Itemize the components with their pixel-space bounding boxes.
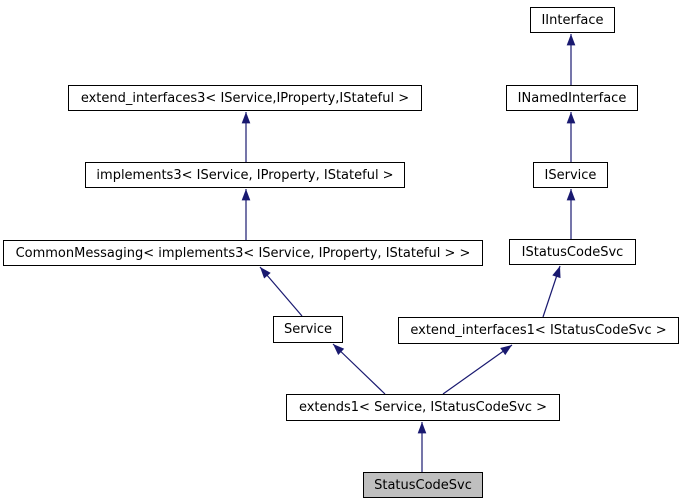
class-node-extend-interfaces3[interactable]: extend_interfaces3< IService,IProperty,I… — [68, 85, 422, 111]
edge-extends1-to-extend-interfaces1 — [442, 344, 513, 395]
class-node-service[interactable]: Service — [273, 316, 343, 343]
class-node-extend-interfaces1[interactable]: extend_interfaces1< IStatusCodeSvc > — [398, 317, 679, 344]
edge-extends1-to-service — [332, 343, 386, 395]
edge-extend-interfaces1-to-istatuscodesvc — [542, 265, 561, 318]
class-node-commonmessaging[interactable]: CommonMessaging< implements3< IService, … — [3, 240, 483, 266]
class-node-extends1[interactable]: extends1< Service, IStatusCodeSvc > — [286, 394, 560, 421]
class-node-iinterface[interactable]: IInterface — [530, 7, 615, 33]
class-node-statuscodesvc-current: StatusCodeSvc — [363, 472, 483, 498]
class-node-inamedinterface[interactable]: INamedInterface — [506, 85, 638, 111]
class-node-istatuscodesvc[interactable]: IStatusCodeSvc — [509, 239, 636, 265]
class-node-implements3[interactable]: implements3< IService, IProperty, IState… — [85, 162, 405, 188]
edge-service-to-commonmessaging — [259, 266, 303, 317]
class-node-iservice[interactable]: IService — [533, 162, 608, 188]
